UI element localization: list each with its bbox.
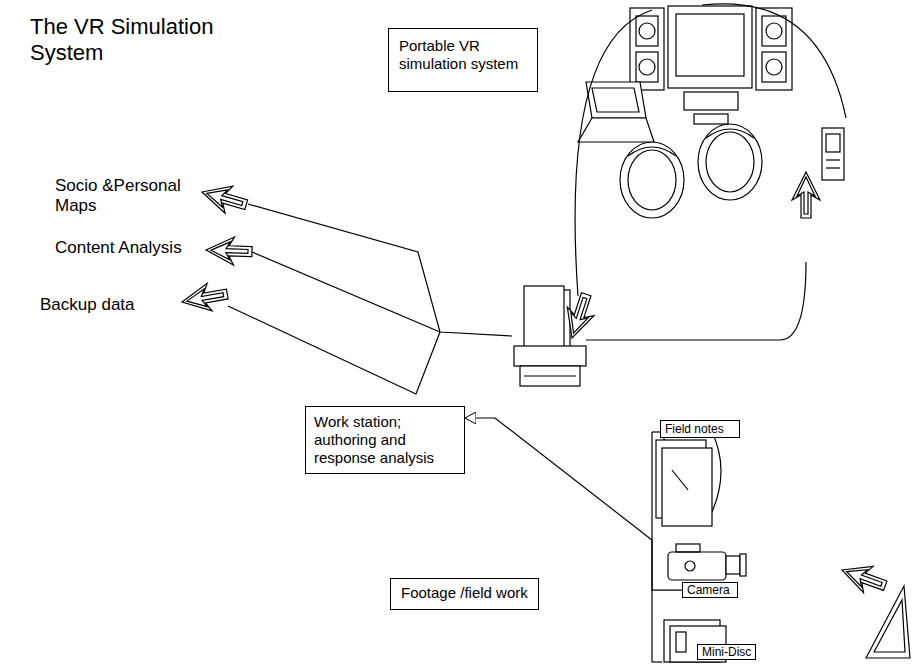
system-box: Portable VR simulation system [388, 28, 538, 92]
flow-connector [465, 418, 682, 590]
equipment-label-box: Field notes [660, 420, 740, 438]
output-arrows [180, 179, 512, 394]
output-label: Content Analysis [55, 238, 182, 258]
field-notes-icon [656, 432, 721, 526]
output-label: Socio &Personal Maps [55, 176, 195, 217]
vr-headset-icon [620, 124, 762, 218]
node-text: Portable VR simulation system [399, 37, 527, 73]
node-text: Mini-Disc [702, 645, 751, 659]
desktop-computer-icon [630, 6, 792, 124]
node-text: Field notes [665, 422, 735, 436]
node-text: Footage /field work [401, 584, 528, 602]
node-text: Camera [687, 583, 733, 597]
fieldwork-box: Footage /field work [390, 578, 539, 610]
node-text: Work station; authoring and response ana… [314, 413, 456, 467]
fieldwork-source [837, 557, 910, 658]
workstation-icon [514, 286, 586, 386]
equipment-label-box: Mini-Disc [697, 644, 756, 660]
equipment-bracket [652, 432, 662, 662]
output-label: Backup data [40, 295, 135, 315]
handheld-device-icon [822, 128, 844, 180]
workstation-box: Work station; authoring and response ana… [305, 406, 465, 474]
diagram-title: The VR Simulation System [30, 14, 226, 67]
equipment-label-box: Camera [682, 582, 738, 598]
system-flow-arrows [559, 4, 846, 343]
camera-icon [668, 544, 746, 580]
